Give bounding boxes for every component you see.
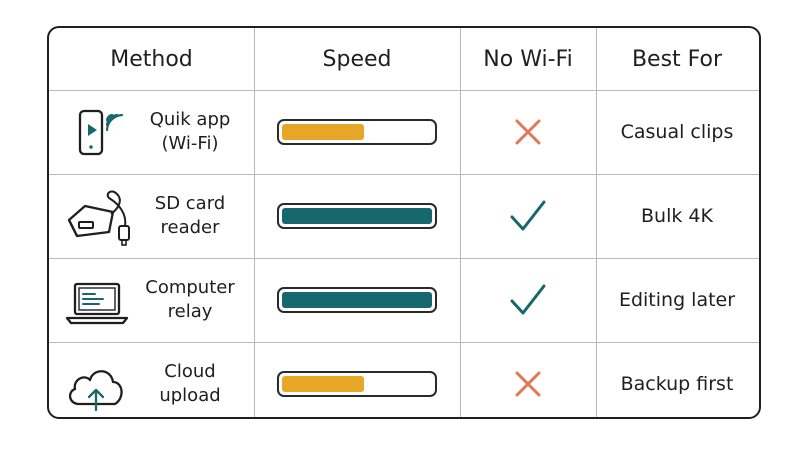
best-for-cell: Editing later xyxy=(618,289,736,311)
header-speed: Speed xyxy=(322,46,392,72)
method-label: Quik app (Wi-Fi) xyxy=(135,90,245,174)
method-label-line: (Wi-Fi) xyxy=(161,133,219,154)
no-wifi-cell xyxy=(460,258,596,342)
check-icon xyxy=(510,200,546,231)
check-icon xyxy=(510,284,546,315)
header-method: Method xyxy=(110,46,193,72)
method-label-line: upload xyxy=(159,385,221,406)
speed-bar xyxy=(277,119,437,145)
speed-bar-fill xyxy=(282,124,365,140)
method-label: SD card reader xyxy=(135,174,245,258)
method-label-line: SD card xyxy=(154,193,226,214)
method-label-line: Computer xyxy=(145,277,235,298)
header-best-for: Best For xyxy=(631,46,723,72)
row-divider xyxy=(49,342,759,343)
speed-bar xyxy=(277,287,437,313)
phone-wifi-icon xyxy=(78,109,124,156)
method-label-line: Cloud xyxy=(164,361,216,382)
speed-cell xyxy=(254,258,460,342)
sd-card-reader-icon xyxy=(67,190,130,246)
table-row: SD card reader Bulk 4K xyxy=(49,174,759,258)
method-label-line: reader xyxy=(160,217,220,238)
laptop-icon xyxy=(65,282,129,325)
table-row: Cloud upload Backup first xyxy=(49,342,759,417)
speed-bar-fill xyxy=(282,292,432,308)
column-divider xyxy=(254,28,255,417)
method-label: Cloud upload xyxy=(135,342,245,417)
speed-bar-fill xyxy=(282,208,432,224)
cross-icon xyxy=(515,119,541,145)
cloud-upload-icon xyxy=(68,370,123,412)
method-label: Computer relay xyxy=(135,258,245,342)
speed-bar xyxy=(277,203,437,229)
speed-cell xyxy=(254,342,460,417)
no-wifi-cell xyxy=(460,174,596,258)
column-divider xyxy=(460,28,461,417)
no-wifi-cell xyxy=(460,90,596,174)
table-row: Computer relay Editing later xyxy=(49,258,759,342)
no-wifi-cell xyxy=(460,342,596,417)
header-no-wifi: No Wi-Fi xyxy=(483,46,573,72)
column-divider xyxy=(596,28,597,417)
method-cell: Cloud upload xyxy=(49,342,254,417)
table-row: Quik app (Wi-Fi) Casual clips xyxy=(49,90,759,174)
method-label-line: Quik app xyxy=(149,109,231,130)
row-divider xyxy=(49,258,759,259)
method-cell: Quik app (Wi-Fi) xyxy=(49,90,254,174)
speed-bar xyxy=(277,371,437,397)
row-divider xyxy=(49,90,759,91)
speed-bar-fill xyxy=(282,376,365,392)
best-for-cell: Bulk 4K xyxy=(641,205,713,227)
method-cell: SD card reader xyxy=(49,174,254,258)
method-label-line: relay xyxy=(167,301,213,322)
method-cell: Computer relay xyxy=(49,258,254,342)
cross-icon xyxy=(515,371,541,397)
best-for-cell: Casual clips xyxy=(620,121,734,143)
row-divider xyxy=(49,174,759,175)
speed-cell xyxy=(254,174,460,258)
speed-cell xyxy=(254,90,460,174)
best-for-cell: Backup first xyxy=(620,373,734,395)
comparison-table: Method Speed No Wi-Fi Best For Quik app (… xyxy=(47,26,761,419)
